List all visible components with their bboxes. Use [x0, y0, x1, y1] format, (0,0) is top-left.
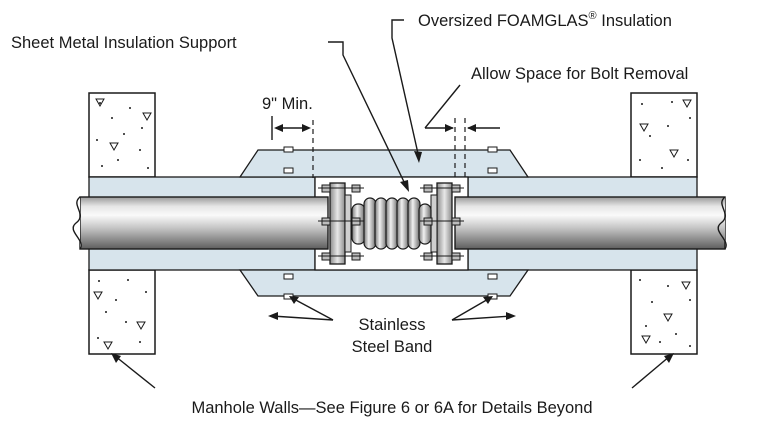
reference-dashes [312, 118, 466, 180]
stainless-band-label-1: Stainless [359, 316, 426, 334]
manhole-walls-label: Manhole Walls—See Figure 6 or 6A for Det… [191, 399, 592, 417]
bolt-removal-label: Allow Space for Bolt Removal [471, 65, 688, 83]
sheet-metal-support-label: Sheet Metal Insulation Support [11, 34, 237, 52]
oversized-insulation-label: Oversized FOAMGLAS® Insulation [418, 10, 672, 30]
manhole-wall-left-top [88, 92, 156, 178]
pipe [72, 196, 727, 250]
manhole-wall-right-bottom [630, 269, 698, 355]
stainless-band-label-2: Steel Band [352, 338, 433, 356]
min-clearance-dimension [271, 116, 311, 140]
manhole-wall-right-top [630, 92, 698, 178]
manhole-wall-left-bottom [88, 269, 156, 355]
expansion-joint [318, 182, 464, 265]
oversized-insulation-bottom [238, 269, 530, 297]
min-clearance-label: 9" Min. [262, 95, 313, 113]
oversized-insulation-top [238, 149, 530, 178]
leader-lines [111, 19, 674, 389]
bolt-removal-dimension [424, 84, 500, 132]
